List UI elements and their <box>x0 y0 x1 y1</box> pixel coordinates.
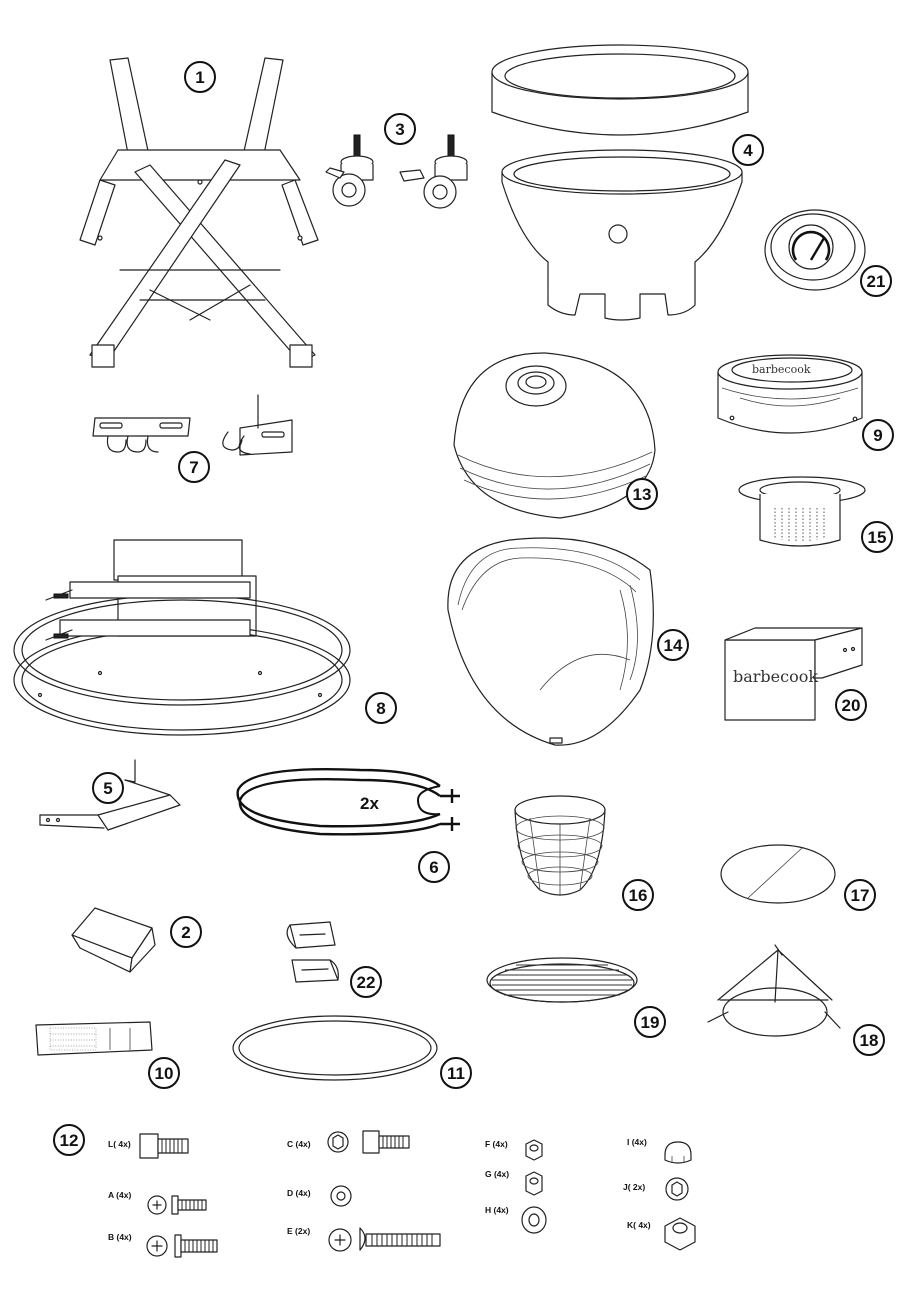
callout-number: 21 <box>867 272 886 291</box>
bands-and-hinge-illustration <box>13 539 351 736</box>
ash-rack-illustration <box>35 1021 153 1056</box>
caster-wheels-illustration <box>325 134 468 209</box>
callout-22: 22 <box>350 966 382 998</box>
callout-number: 5 <box>103 779 112 798</box>
hardware-K: K( 4x) <box>627 1217 696 1251</box>
stand-frame-illustration <box>79 57 319 368</box>
callout-number: 9 <box>873 426 882 445</box>
part-callouts: 1 3 4 21 7 9 13 15 8 14 20 5 6 16 17 2 2… <box>53 61 894 1156</box>
callout-number: 12 <box>60 1131 79 1150</box>
thermometer-illustration <box>764 209 866 291</box>
clips-illustration <box>286 921 339 983</box>
deflector-stone-illustration <box>720 844 836 904</box>
callout-number: 13 <box>633 485 652 504</box>
callout-number: 7 <box>189 458 198 477</box>
callout-4: 4 <box>732 134 764 166</box>
callout-18: 18 <box>853 1024 885 1056</box>
charcoal-holder-illustration <box>738 476 866 547</box>
hinge-brackets-illustration <box>92 394 293 456</box>
callout-number: 15 <box>868 528 887 547</box>
callout-12: 12 <box>53 1124 85 1156</box>
side-shelf-illustration: barbecook <box>724 627 863 721</box>
hardware-B: B (4x) <box>108 1232 218 1258</box>
callout-number: 16 <box>629 886 648 905</box>
callout-number: 4 <box>743 141 753 160</box>
callout-number: 8 <box>376 699 385 718</box>
shelf-brand-text: barbecook <box>733 667 818 686</box>
vent-brand-text: barbecook <box>752 363 811 376</box>
hardware-C: C (4x) <box>287 1130 410 1154</box>
hardware-label-K: K( 4x) <box>627 1220 651 1230</box>
callout-11: 11 <box>440 1057 472 1089</box>
callout-7: 7 <box>178 451 210 483</box>
hardware-label-E: E (2x) <box>287 1226 310 1236</box>
callout-19: 19 <box>634 1006 666 1038</box>
gasket-ring-illustration <box>232 1015 438 1081</box>
grill-grate-illustration <box>486 957 638 1003</box>
callout-number: 6 <box>429 858 438 877</box>
hardware-D: D (4x) <box>287 1185 352 1207</box>
callout-14: 14 <box>657 629 689 661</box>
hardware-label-L: L( 4x) <box>108 1139 131 1149</box>
callout-8: 8 <box>365 692 397 724</box>
callout-number: 11 <box>447 1064 465 1083</box>
hardware-label-B: B (4x) <box>108 1232 132 1242</box>
ceramic-base-illustration <box>491 44 749 321</box>
grate-lifter-illustration <box>707 944 841 1037</box>
hardware-label-J: J( 2x) <box>623 1182 645 1192</box>
handle-illustration <box>39 759 181 831</box>
callout-17: 17 <box>844 879 876 911</box>
hardware-F: F (4x) <box>485 1139 543 1161</box>
hardware-label-D: D (4x) <box>287 1188 311 1198</box>
callout-9: 9 <box>862 419 894 451</box>
hardware-H: H (4x) <box>485 1205 547 1234</box>
dome-lid-illustration <box>453 352 656 519</box>
hardware-L: L( 4x) <box>108 1133 189 1159</box>
callout-3: 3 <box>384 113 416 145</box>
callout-number: 10 <box>155 1064 174 1083</box>
charcoal-basket-illustration <box>514 795 606 896</box>
hardware-I: I (4x) <box>627 1137 692 1164</box>
ash-block-illustration <box>71 907 156 973</box>
hardware-G: G (4x) <box>485 1169 543 1196</box>
hardware-E: E (2x) <box>287 1226 441 1252</box>
hardware-label-G: G (4x) <box>485 1169 509 1179</box>
straps-illustration: 2x <box>236 767 460 836</box>
straps-quantity-label: 2x <box>360 794 379 813</box>
callout-20: 20 <box>835 689 867 721</box>
callout-number: 3 <box>395 120 404 139</box>
hardware-label-H: H (4x) <box>485 1205 509 1215</box>
callout-13: 13 <box>626 478 658 510</box>
hardware-label-C: C (4x) <box>287 1139 311 1149</box>
callout-number: 18 <box>860 1031 879 1050</box>
hardware-label-A: A (4x) <box>108 1190 131 1200</box>
callout-number: 1 <box>195 68 204 87</box>
hardware-label-I: I (4x) <box>627 1137 647 1147</box>
callout-number: 2 <box>181 923 190 942</box>
callout-16: 16 <box>622 879 654 911</box>
callout-number: 19 <box>641 1013 660 1032</box>
callout-number: 17 <box>851 886 870 905</box>
hardware-A: A (4x) <box>108 1190 207 1215</box>
callout-number: 20 <box>842 696 861 715</box>
hardware-label-F: F (4x) <box>485 1139 508 1149</box>
top-vent-illustration: barbecook <box>717 354 863 434</box>
ceramic-bowl-illustration <box>447 537 654 746</box>
callout-2: 2 <box>170 916 202 948</box>
callout-21: 21 <box>860 265 892 297</box>
callout-number: 22 <box>357 973 376 992</box>
perforations <box>774 508 825 541</box>
hardware-kit: L( 4x) A (4x) B (4x) <box>108 1130 696 1258</box>
callout-number: 14 <box>664 636 683 655</box>
callout-5: 5 <box>92 772 124 804</box>
callout-10: 10 <box>148 1057 180 1089</box>
hardware-J: J( 2x) <box>623 1177 689 1201</box>
callout-1: 1 <box>184 61 216 93</box>
callout-15: 15 <box>861 521 893 553</box>
callout-6: 6 <box>418 851 450 883</box>
